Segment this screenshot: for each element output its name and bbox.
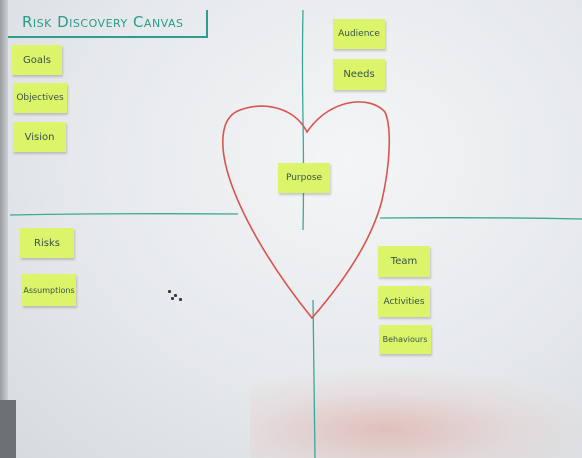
sticky-note-goals: Goals [12,45,62,75]
reflection-glare [250,370,582,458]
note-label: Objectives [16,93,64,103]
note-label: Audience [338,29,380,39]
sticky-note-assumptions: Assumptions [22,274,76,306]
note-label: Assumptions [23,285,75,295]
sticky-note-needs: Needs [333,59,385,90]
sticky-note-objectives: Objectives [13,83,67,113]
note-label: Needs [343,69,375,80]
marker-smudge [174,294,177,297]
background-wall [0,400,16,458]
canvas-title: Risk Discovery Canvas [22,13,184,31]
vertical-divider-bottom [312,299,316,458]
horizontal-divider-right [379,217,582,220]
whiteboard-frame-edge [0,0,8,458]
sticky-note-team: Team [378,246,430,277]
sticky-note-risks: Risks [20,228,74,258]
sticky-note-activities: Activities [378,286,430,317]
vertical-divider-top [301,9,305,231]
note-label: Behaviours [382,335,428,344]
note-label: Team [390,256,418,267]
note-label: Vision [24,131,55,143]
sticky-note-vision: Vision [13,122,66,152]
sticky-note-purpose: Purpose [278,163,330,193]
horizontal-divider-left [9,213,239,216]
marker-smudge [168,290,171,293]
heart-outline [222,101,391,320]
title-frame [8,10,208,38]
note-label: Activities [383,296,425,307]
note-label: Goals [23,54,51,66]
sticky-note-behaviours: Behaviours [379,325,431,354]
marker-smudge [179,298,182,301]
note-label: Risks [34,237,60,249]
note-label: Purpose [285,173,323,183]
marker-smudge [171,297,174,300]
sticky-note-audience: Audience [333,19,385,49]
